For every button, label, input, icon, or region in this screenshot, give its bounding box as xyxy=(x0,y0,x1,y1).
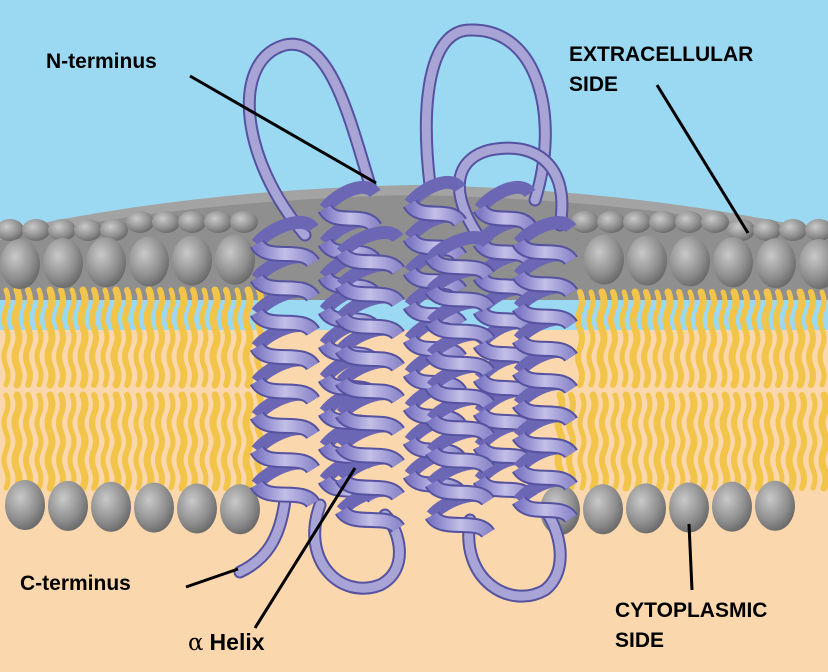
lipid-head-bottom xyxy=(91,482,131,532)
lipid-tail xyxy=(756,395,760,488)
lipid-tail xyxy=(246,395,250,488)
alpha-symbol: α xyxy=(188,630,204,656)
lipid-head-top xyxy=(43,238,83,288)
lipid-head-back xyxy=(204,211,232,233)
lipid-head-bottom xyxy=(712,482,752,532)
lipid-head-back xyxy=(623,211,651,233)
lipid-head-back xyxy=(152,211,180,233)
lipid-tail xyxy=(48,395,52,488)
lipid-tail xyxy=(690,395,694,488)
lipid-head-back xyxy=(22,219,50,241)
cytoplasmic-label-line1: CYTOPLASMIC xyxy=(615,596,767,626)
lipid-tail xyxy=(147,395,151,488)
lipid-head-top xyxy=(129,236,169,286)
extracellular-label-line2: SIDE xyxy=(569,70,753,100)
lipid-head-top xyxy=(0,239,40,289)
extracellular-side-label: EXTRACELLULAR SIDE xyxy=(569,40,753,100)
lipid-head-back xyxy=(230,211,258,233)
extracellular-label-line1: EXTRACELLULAR xyxy=(569,40,753,70)
lipid-head-back xyxy=(48,219,76,241)
cytoplasmic-side-label: CYTOPLASMIC SIDE xyxy=(615,596,767,656)
lipid-tail xyxy=(81,290,85,385)
lipid-tail xyxy=(114,290,118,385)
lipid-head-bottom xyxy=(755,481,795,531)
lipid-head-top xyxy=(584,235,624,285)
lipid-tail xyxy=(213,395,217,488)
lipid-tail xyxy=(246,290,250,385)
lipid-tail xyxy=(15,395,19,488)
lipid-tail xyxy=(765,292,769,385)
lipid-head-top xyxy=(756,238,796,288)
lipid-tail xyxy=(180,290,184,385)
lipid-tail xyxy=(624,395,628,488)
lipid-head-top xyxy=(627,236,667,286)
lipid-tail xyxy=(81,395,85,488)
lipid-tail xyxy=(789,395,793,488)
lipid-tail xyxy=(114,395,118,488)
alpha-helix xyxy=(257,222,313,503)
lipid-head-back xyxy=(571,211,599,233)
lipid-tail xyxy=(591,395,595,488)
helix-word: Helix xyxy=(210,629,265,655)
lipid-head-top xyxy=(215,235,255,285)
lipid-tail xyxy=(180,395,184,488)
n-terminus-label: N-terminus xyxy=(46,50,157,74)
lipid-head-bottom xyxy=(177,483,217,533)
lipid-head-bottom xyxy=(48,481,88,531)
lipid-head-top xyxy=(172,236,212,286)
c-terminus-label: C-terminus xyxy=(20,572,131,596)
lipid-tail xyxy=(15,290,19,385)
lipid-tail xyxy=(732,292,736,385)
cytoplasmic-label-line2: SIDE xyxy=(615,626,767,656)
lipid-tail xyxy=(48,290,52,385)
lipid-head-back xyxy=(178,211,206,233)
lipid-head-back xyxy=(675,211,703,233)
lipid-head-back xyxy=(597,211,625,233)
lipid-tail xyxy=(147,290,151,385)
lipid-head-bottom xyxy=(134,483,174,533)
lipid-tail xyxy=(600,292,604,385)
lipid-tail xyxy=(657,395,661,488)
lipid-head-back xyxy=(74,219,102,241)
lipid-head-back xyxy=(779,219,807,241)
lipid-head-bottom xyxy=(626,483,666,533)
lipid-tail xyxy=(798,292,802,385)
lipid-head-top xyxy=(86,237,126,287)
lipid-tail xyxy=(723,395,727,488)
lipid-head-back xyxy=(701,211,729,233)
lipid-tail xyxy=(666,292,670,385)
lipid-head-top xyxy=(713,237,753,287)
lipid-head-back xyxy=(649,211,677,233)
lipid-tail xyxy=(699,292,703,385)
lipid-head-top xyxy=(670,236,710,286)
lipid-head-back xyxy=(753,219,781,241)
lipid-tail xyxy=(633,292,637,385)
lipid-head-back xyxy=(126,211,154,233)
lipid-head-bottom xyxy=(583,484,623,534)
lipid-tail xyxy=(213,290,217,385)
lipid-tail xyxy=(822,395,826,488)
